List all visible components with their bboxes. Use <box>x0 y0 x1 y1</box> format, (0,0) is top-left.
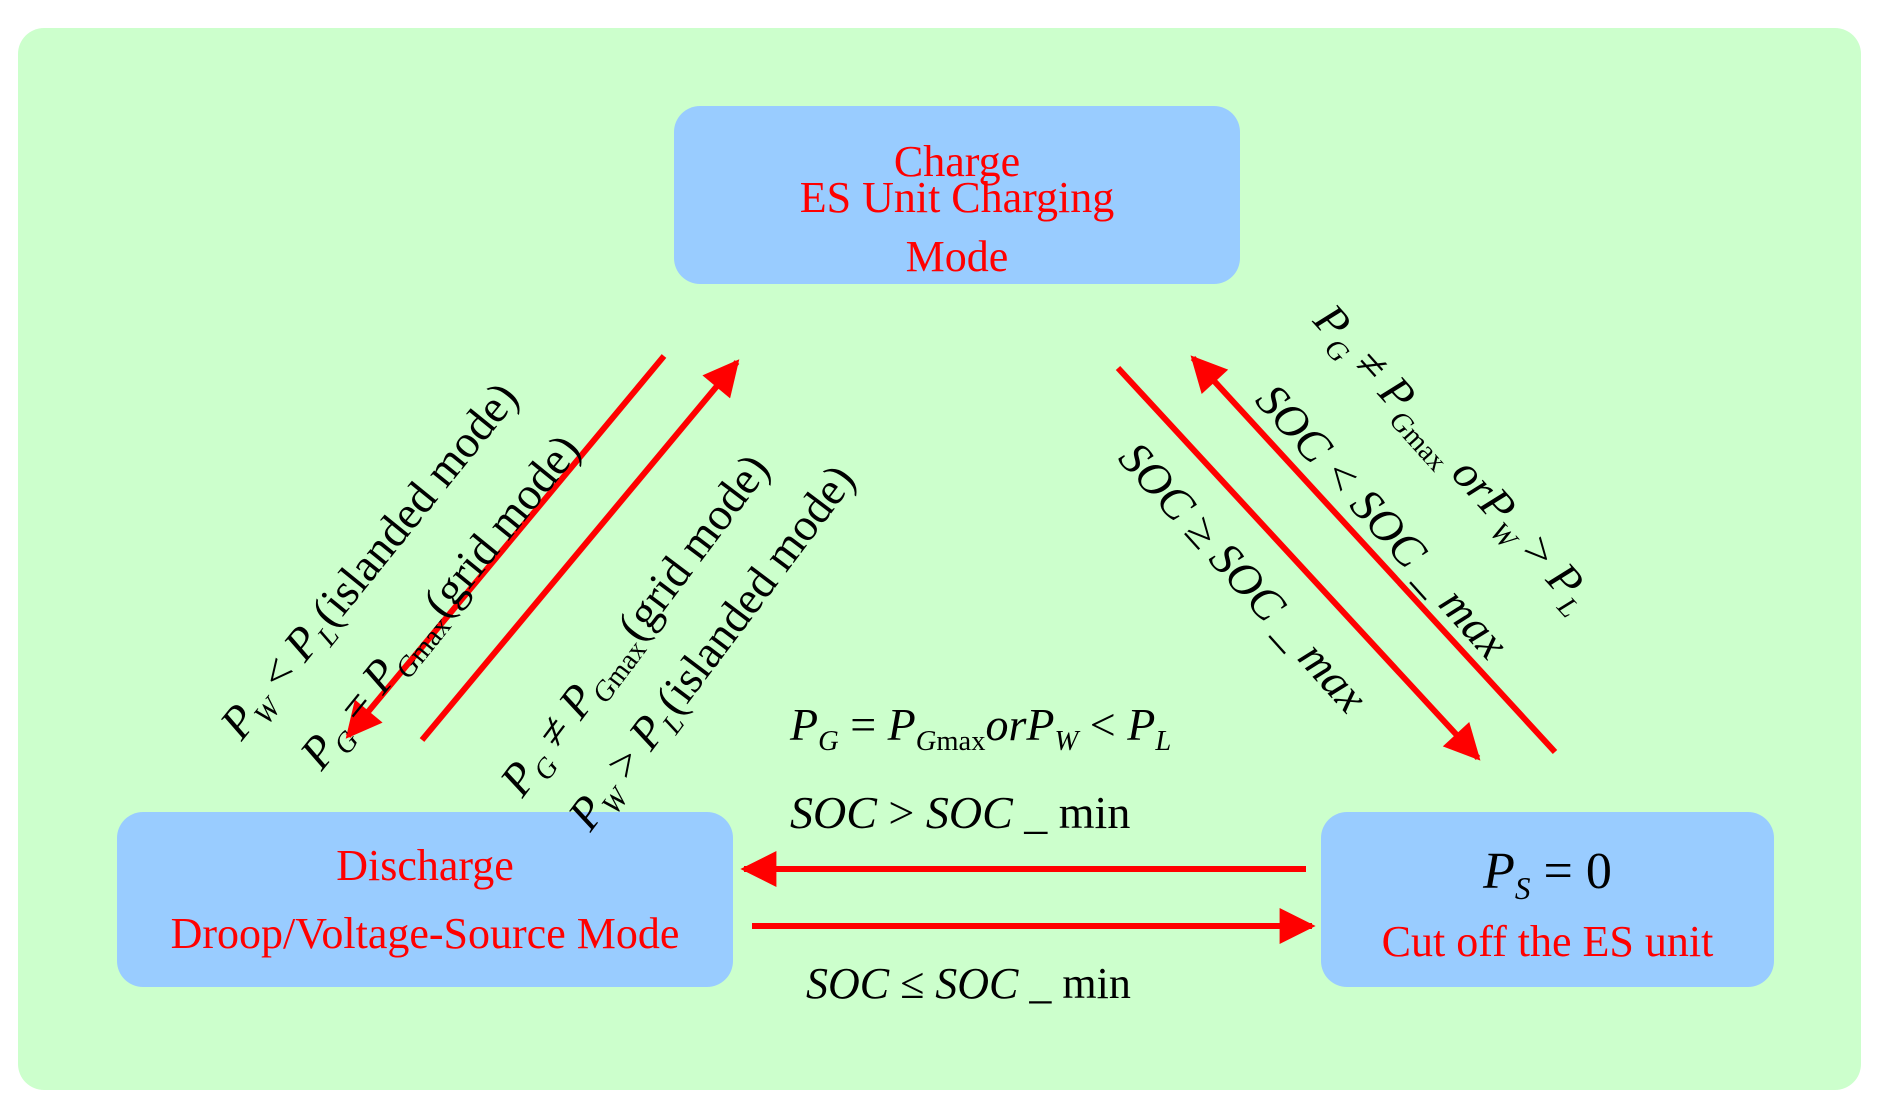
discharge-mode-node: Discharge Droop/Voltage-Source Mode <box>117 812 733 987</box>
cond-soc-gt-socmin: SOC > SOC _ min <box>790 787 1131 838</box>
cond-pg-eq-pgmax-or-pw-lt-pl: PG = PGmaxorPW < PL <box>790 699 1172 757</box>
charge-mode-label: Mode <box>905 232 1009 281</box>
cutoff-mode-node: PS = 0 Cut off the ES unit <box>1321 812 1774 987</box>
ps-var: P <box>1483 843 1515 900</box>
cond-soc-le-socmin: SOC ≤ SOC _ min <box>806 959 1131 1008</box>
charge-mode-node: Charge ES Unit Charging Mode <box>674 106 1240 284</box>
arrow-charge-to-cutoff <box>1115 365 1481 761</box>
ps-equation: PS = 0 <box>1321 842 1774 907</box>
cutoff-subtitle: Cut off the ES unit <box>1381 917 1714 966</box>
ps-sub: S <box>1514 870 1531 906</box>
charge-title: Charge <box>893 137 1021 186</box>
discharge-title: Discharge <box>336 841 514 890</box>
arrow-charge-to-discharge <box>345 354 667 739</box>
charge-subtitle: ES Unit Charging <box>799 173 1115 222</box>
discharge-subtitle: Droop/Voltage-Source Mode <box>170 909 680 958</box>
ps-eq: = 0 <box>1530 843 1612 900</box>
arrow-discharge-to-charge <box>419 359 740 742</box>
arrow-cutoff-to-charge <box>1190 355 1558 755</box>
